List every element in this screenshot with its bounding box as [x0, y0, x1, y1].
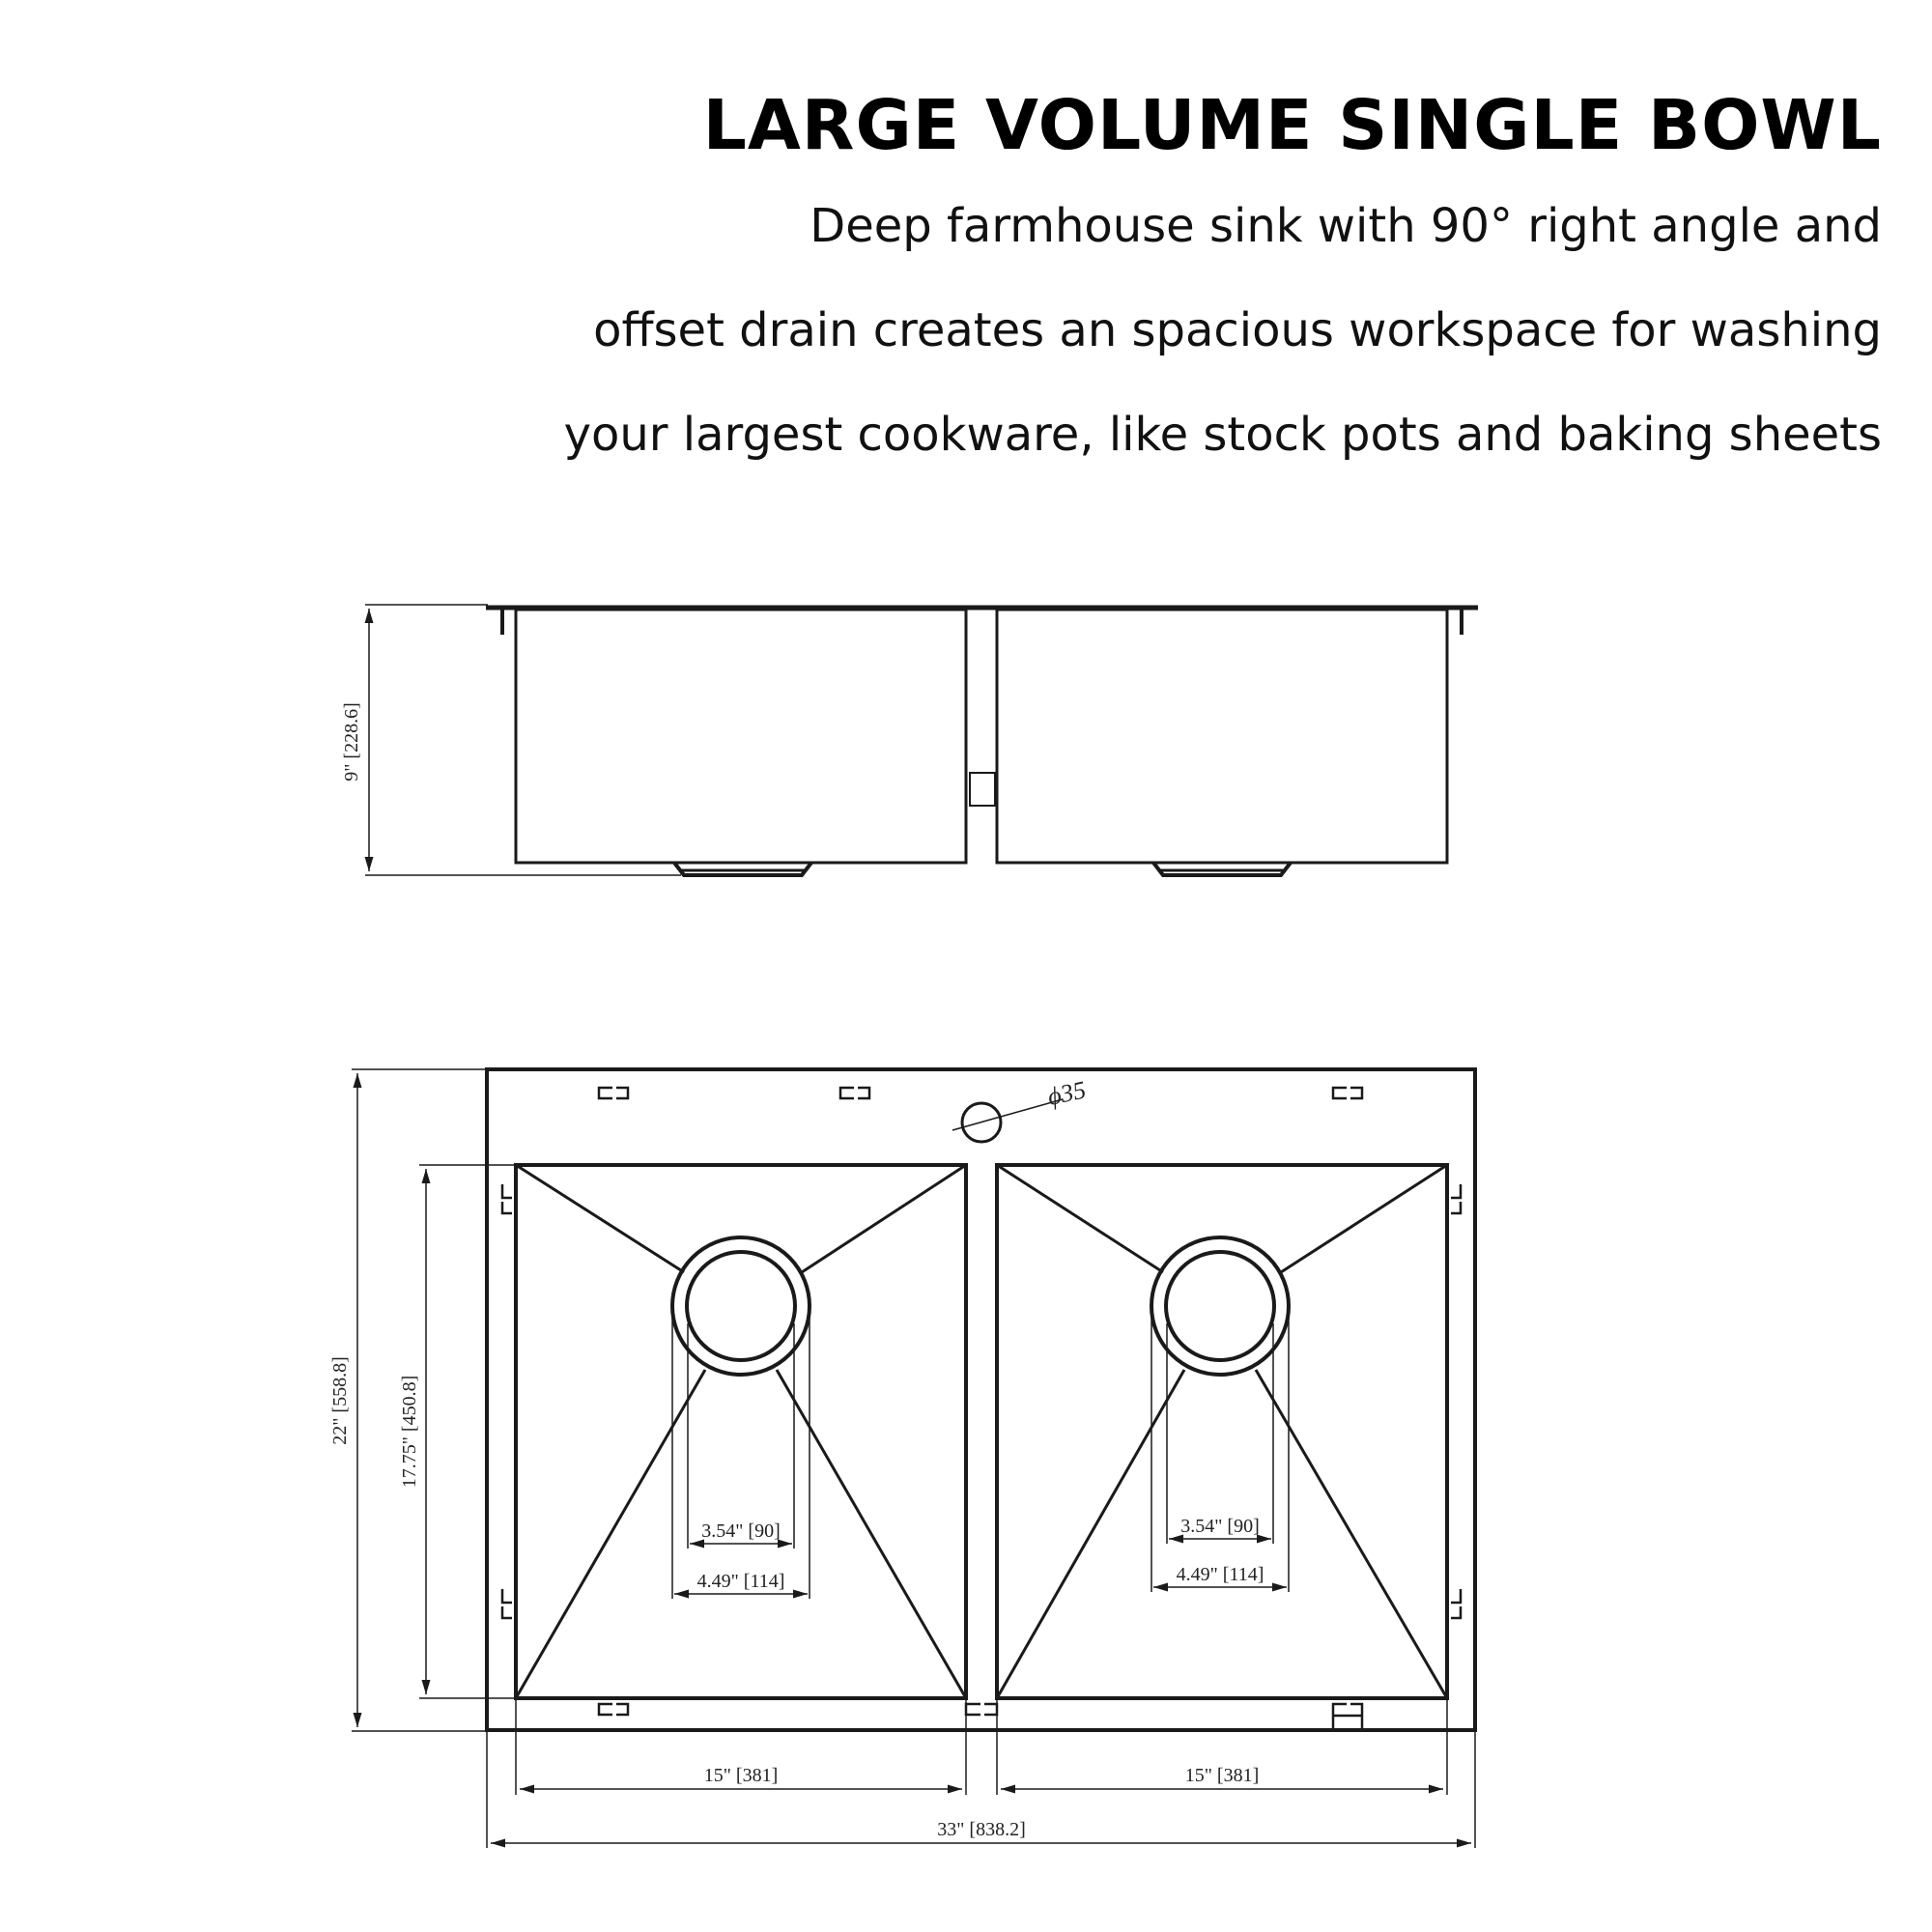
top-bowl-right — [995, 1163, 1449, 1700]
right-bowl-outline — [995, 1163, 1449, 1700]
side-bowl-left — [514, 608, 968, 865]
right-drain-outer-ring — [1150, 1236, 1291, 1377]
top-view — [352, 1067, 1477, 1848]
faucet-hole — [960, 1101, 1003, 1144]
mounting-clips — [500, 1086, 1463, 1729]
right-outer-drain-label: 4.49" [114] — [1177, 1564, 1264, 1585]
left-bowl-outline — [514, 1163, 968, 1700]
left-width-label: 15" [381] — [704, 1765, 778, 1786]
divider-detail — [969, 772, 996, 807]
side-drain-right — [1151, 861, 1293, 877]
outer-height-label: 22" [558.8] — [329, 1356, 351, 1444]
right-width-label: 15" [381] — [1185, 1765, 1259, 1786]
left-drain-inner-ring — [685, 1250, 797, 1362]
side-bowl-right — [995, 608, 1449, 865]
left-drain-outer-ring — [670, 1236, 811, 1377]
description-line-1: Deep farmhouse sink with 90° right angle… — [810, 199, 1882, 253]
right-drain-inner-ring — [1164, 1250, 1276, 1362]
side-view — [364, 604, 1478, 877]
page-title: LARGE VOLUME SINGLE BOWL — [702, 85, 1882, 165]
description: Deep farmhouse sink with 90° right angle… — [433, 174, 1882, 487]
description-line-2: offset drain creates an spacious workspa… — [593, 303, 1882, 357]
description-line-3: your largest cookware, like stock pots a… — [563, 408, 1882, 462]
top-bowl-left — [514, 1163, 968, 1700]
outer-deck — [485, 1067, 1477, 1732]
bowl-height-label: 17.75" [450.8] — [399, 1376, 420, 1488]
side-height-label: 9" [228.6] — [341, 702, 362, 781]
right-inner-drain-label: 3.54" [90] — [1180, 1516, 1259, 1537]
header: LARGE VOLUME SINGLE BOWL Deep farmhouse … — [433, 77, 1882, 487]
overall-width-label: 33" [838.2] — [937, 1819, 1025, 1840]
left-inner-drain-label: 3.54" [90] — [701, 1520, 780, 1542]
side-drain-left — [672, 861, 813, 877]
faucet-hole-label: ϕ35 — [1045, 1075, 1089, 1111]
left-outer-drain-label: 4.49" [114] — [697, 1571, 785, 1592]
